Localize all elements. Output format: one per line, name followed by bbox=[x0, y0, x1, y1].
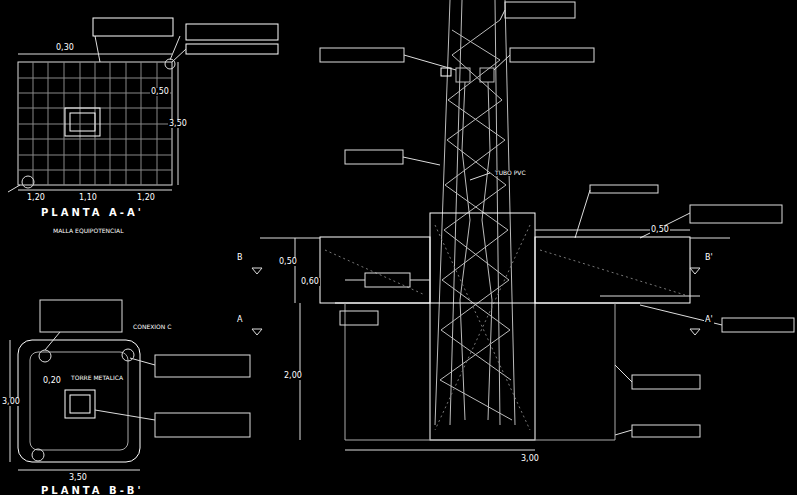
dimension-label: 0,20 bbox=[42, 377, 62, 385]
dimension-label: 0,50 bbox=[278, 258, 298, 266]
dimension-label: TORRE METALICA bbox=[70, 375, 124, 381]
dimension-label: 0,30 bbox=[55, 44, 75, 52]
dimension-label: PLANTA B-B' bbox=[40, 486, 145, 495]
dimension-label: A' bbox=[704, 316, 714, 324]
dimension-label: 3,00 bbox=[520, 455, 540, 463]
dimension-label: 0,60 bbox=[300, 278, 320, 286]
dimension-label: MALLA EQUIPOTENCIAL bbox=[52, 228, 124, 234]
dimension-label: A bbox=[236, 316, 243, 324]
dimension-label: B bbox=[236, 254, 244, 262]
dimension-label: 1,20 bbox=[136, 194, 156, 202]
dimension-label: 0,50 bbox=[650, 226, 670, 234]
dimension-label: B' bbox=[704, 254, 714, 262]
dimension-label: 3,00 bbox=[1, 398, 21, 406]
dimension-label: CONEXION C bbox=[132, 324, 172, 330]
dimension-label: 1,10 bbox=[78, 194, 98, 202]
dimension-label: PLANTA A-A' bbox=[40, 208, 145, 218]
dimension-label: 3,50 bbox=[68, 474, 88, 482]
dimension-label: 1,20 bbox=[26, 194, 46, 202]
dimension-label: TUBO PVC bbox=[494, 170, 527, 176]
dimension-label: 2,00 bbox=[283, 372, 303, 380]
dimension-label: 0,50 bbox=[150, 88, 170, 96]
dimension-label: 3,50 bbox=[168, 120, 188, 128]
